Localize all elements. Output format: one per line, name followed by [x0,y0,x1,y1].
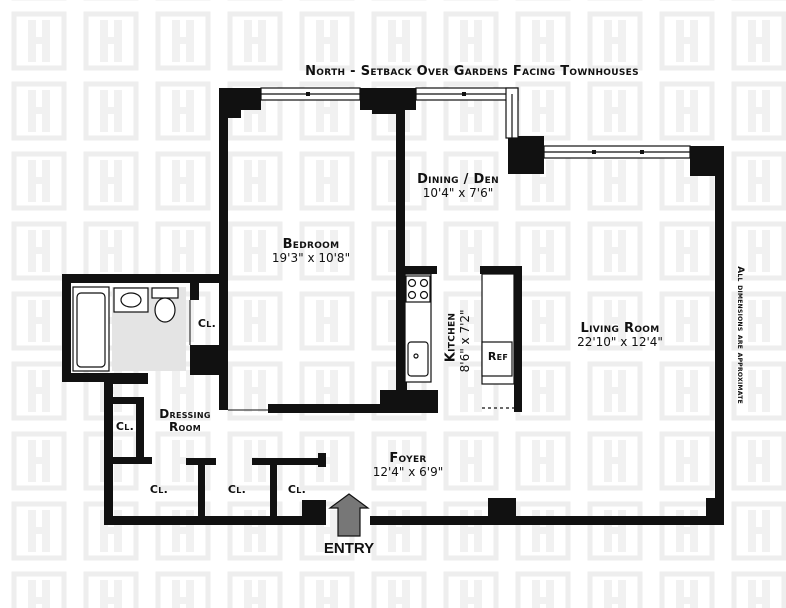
bath-fixtures [72,286,186,372]
plan-title: North - Setback Over Gardens Facing Town… [305,64,639,79]
living-room-label: Living Room [580,321,660,336]
dressing-room-label-line2: Room [168,420,201,434]
door-hints [189,300,268,411]
kitchen-dims: 8'6" x 7'2" [458,309,473,373]
foyer-closet-2-label: Cl. [227,483,247,496]
windows [260,87,691,159]
dining-label: Dining / Den [417,172,499,187]
foyer-label: Foyer [389,451,427,466]
dressing-closet-label: Cl. [115,420,135,433]
dressing-room-label-line1: Dressing [159,407,211,421]
foyer-closet-1-label: Cl. [149,483,169,496]
bedroom-dims: 19'3" x 10'8" [271,251,351,265]
kitchen-fixtures [404,273,515,409]
bedroom-label: Bedroom [282,237,340,252]
window-mullions [306,92,644,154]
bath-closet-label: Cl. [197,317,217,330]
fridge-label: Ref [487,350,509,363]
walls [62,88,724,525]
dining-dims: 10'4" x 7'6" [422,186,494,200]
dimensions-note: All dimensions are approximate [735,266,746,405]
entry-label: ENTRY [323,540,375,557]
entry-arrow [328,493,370,537]
foyer-closet-3-label: Cl. [287,483,307,496]
living-room-dims: 22'10" x 12'4" [577,335,663,349]
foyer-dims: 12'4" x 6'9" [372,465,444,479]
